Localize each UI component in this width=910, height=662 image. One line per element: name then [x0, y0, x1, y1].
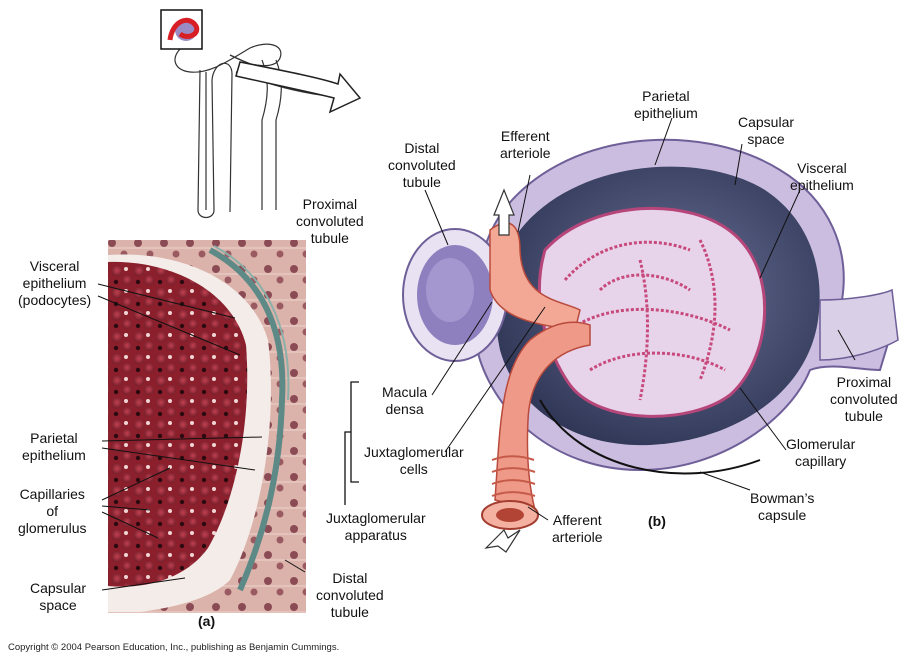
label-b-jg-apparatus: Juxtaglomerular apparatus	[326, 510, 426, 543]
afferent-flow-arrow-icon	[484, 528, 521, 553]
label-b-macula-densa: Macula densa	[382, 384, 428, 417]
label-b-proximal-tubule: Proximal convoluted tubule	[830, 374, 898, 424]
label-b-afferent-arteriole: Afferent arteriole	[552, 512, 603, 545]
renal-corpuscle	[472, 138, 899, 475]
distal-tubule-drawing	[402, 228, 508, 362]
label-b-distal-tubule: Distal convoluted tubule	[388, 140, 456, 190]
panel-b-label: (b)	[648, 513, 666, 529]
jg-bracket	[344, 381, 359, 505]
label-b-glomerular-capillary: Glomerular capillary	[786, 436, 856, 469]
copyright-notice: Copyright © 2004 Pearson Education, Inc.…	[8, 642, 340, 653]
glomerulus-inset	[160, 9, 203, 50]
label-a-visceral-epithelium: Visceral epithelium (podocytes)	[18, 258, 92, 308]
label-a-distal-tubule: Distal convoluted tubule	[316, 570, 384, 620]
micrograph	[108, 240, 306, 613]
zoom-arrow-icon	[235, 61, 362, 114]
panel-a-label: (a)	[198, 613, 216, 629]
efferent-flow-arrow-icon	[493, 188, 515, 236]
label-b-jg-cells: Juxtaglomerular cells	[364, 444, 464, 477]
label-a-proximal-tubule: Proximal convoluted tubule	[296, 196, 364, 246]
label-b-efferent-arteriole: Efferent arteriole	[500, 128, 551, 161]
label-a-capillaries: Capillaries of glomerulus	[18, 486, 87, 536]
label-b-visceral-epithelium: Visceral epithelium	[790, 160, 854, 193]
label-a-capsular-space: Capsular space	[30, 580, 87, 613]
label-b-bowmans-capsule: Bowman’s capsule	[750, 490, 815, 523]
label-b-parietal-epithelium: Parietal epithelium	[634, 88, 698, 121]
label-a-parietal-epithelium: Parietal epithelium	[22, 430, 86, 463]
label-b-capsular-space: Capsular space	[738, 114, 795, 147]
leader-lines	[97, 117, 856, 591]
arterioles	[481, 222, 591, 530]
